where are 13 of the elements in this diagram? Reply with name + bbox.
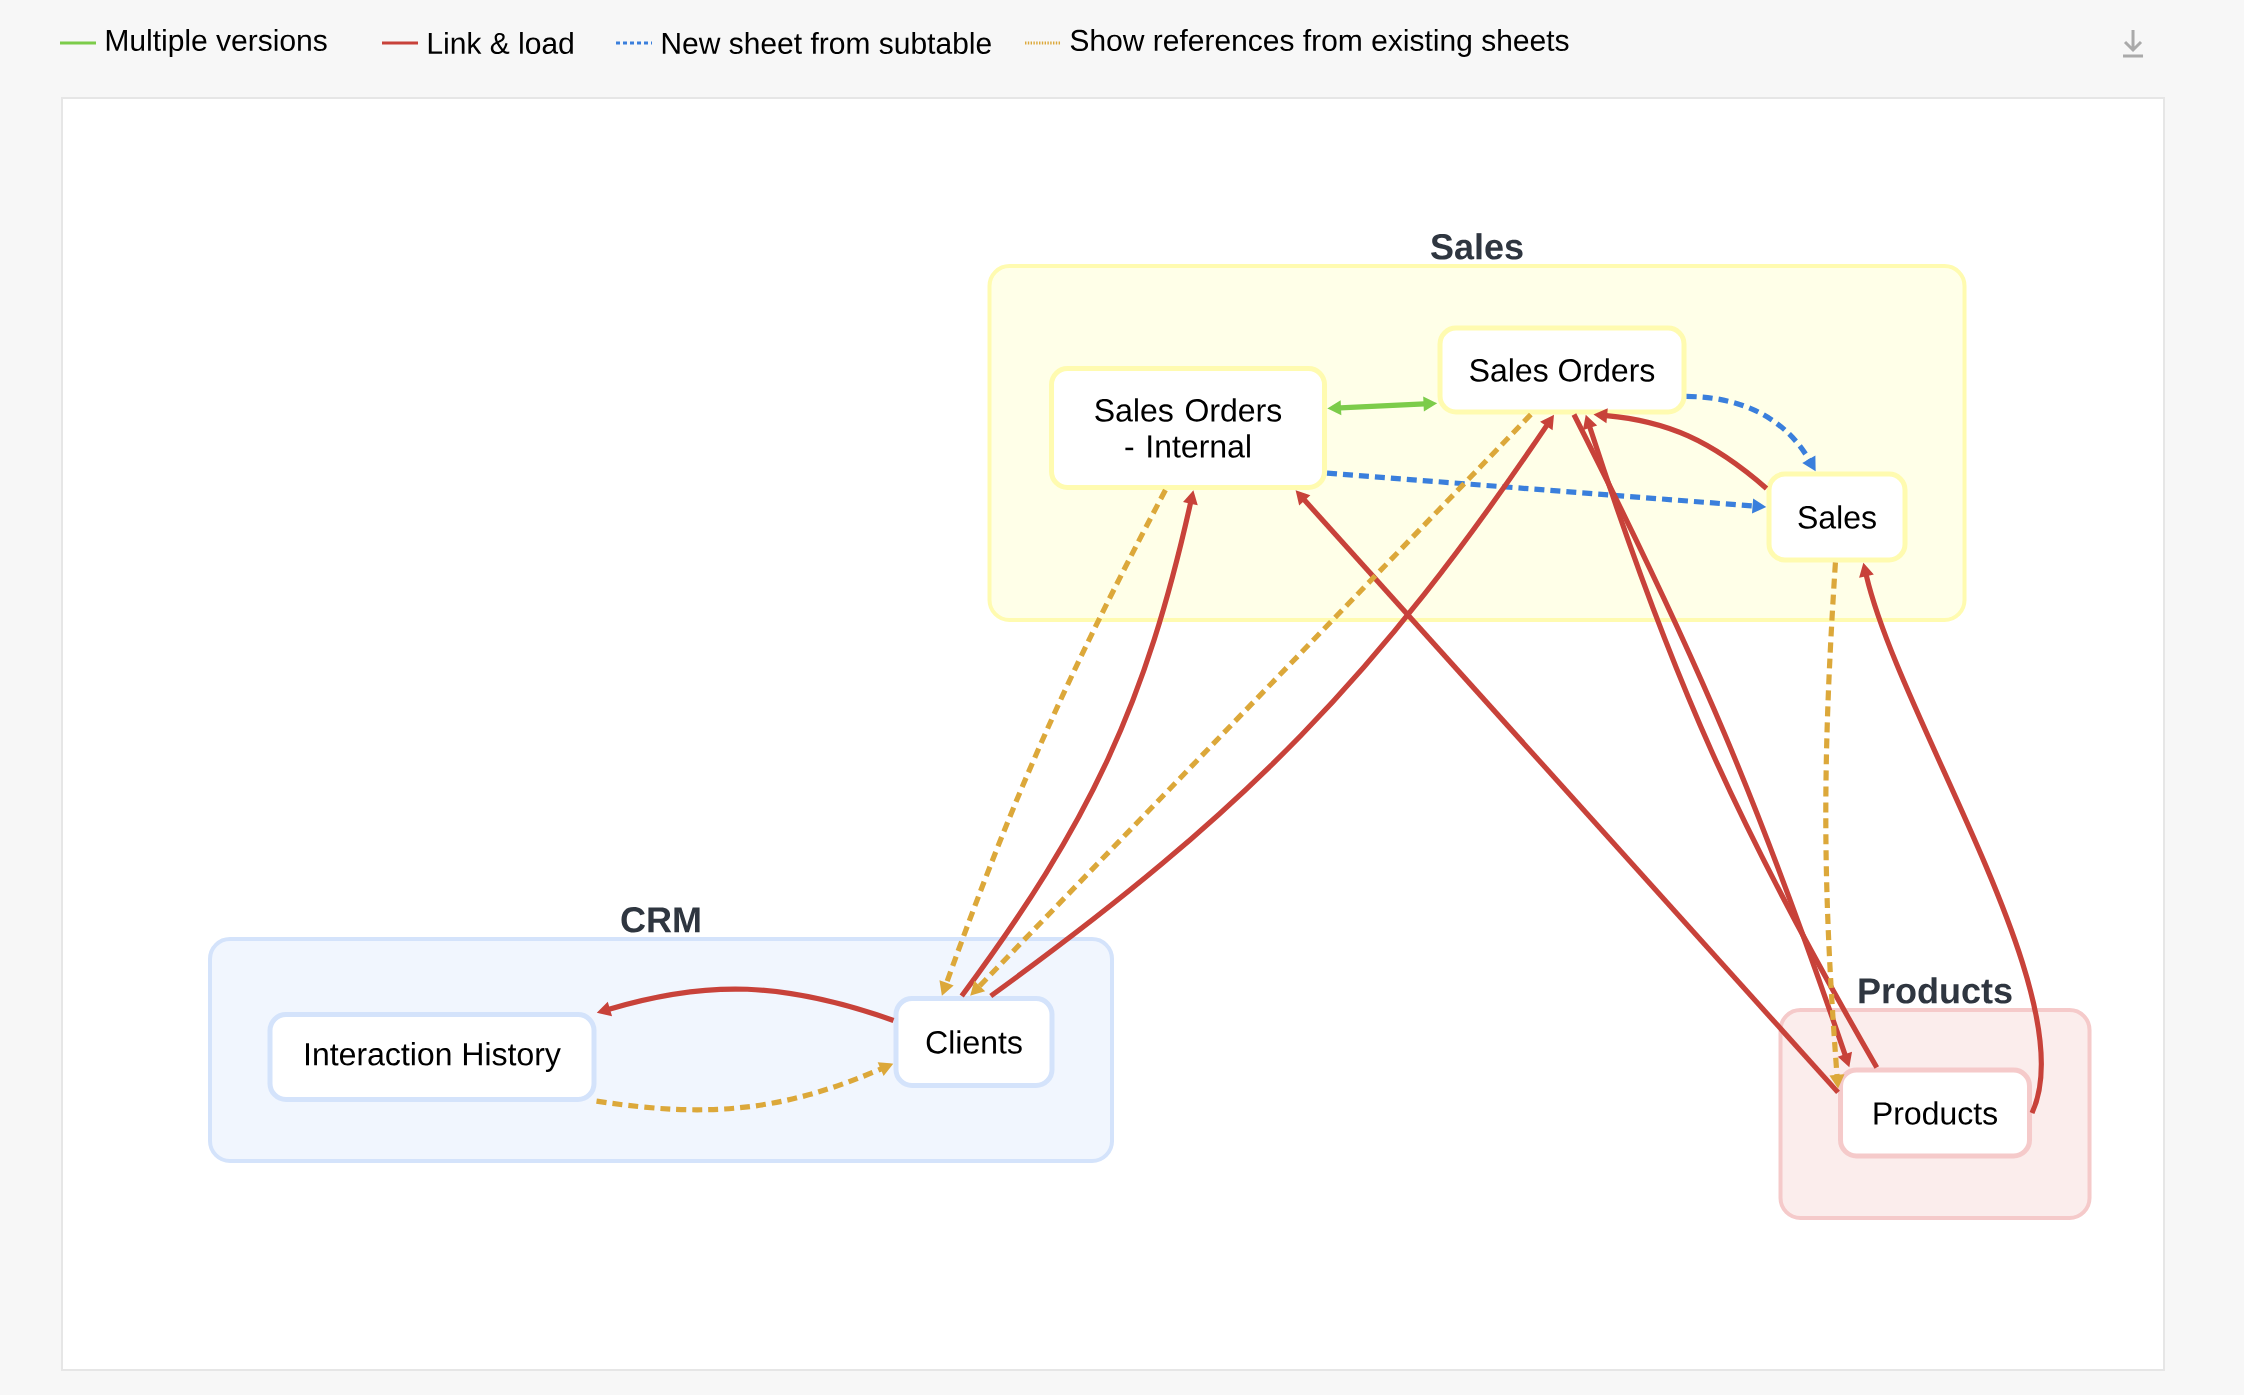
sheet-box: Interaction History [267,1012,597,1102]
legend-label: Link & load [428,32,573,54]
sheet-box: Products [1838,1067,2032,1159]
legend-label: Show references from existing sheets [1070,29,1569,57]
sheet-box: Sales Orders [1437,325,1687,415]
node-label: CRM [621,907,700,933]
node-label: Sales [1431,233,1523,260]
sheet-box: Sales Orders - Internal [1049,366,1327,490]
sheet-box: Sales [1766,471,1908,563]
legend-label: New sheet from subtable [662,32,991,54]
legend-label: Multiple versions [106,29,327,57]
sheet-box: Clients [893,996,1055,1088]
node-label: Products [1859,977,2012,1004]
